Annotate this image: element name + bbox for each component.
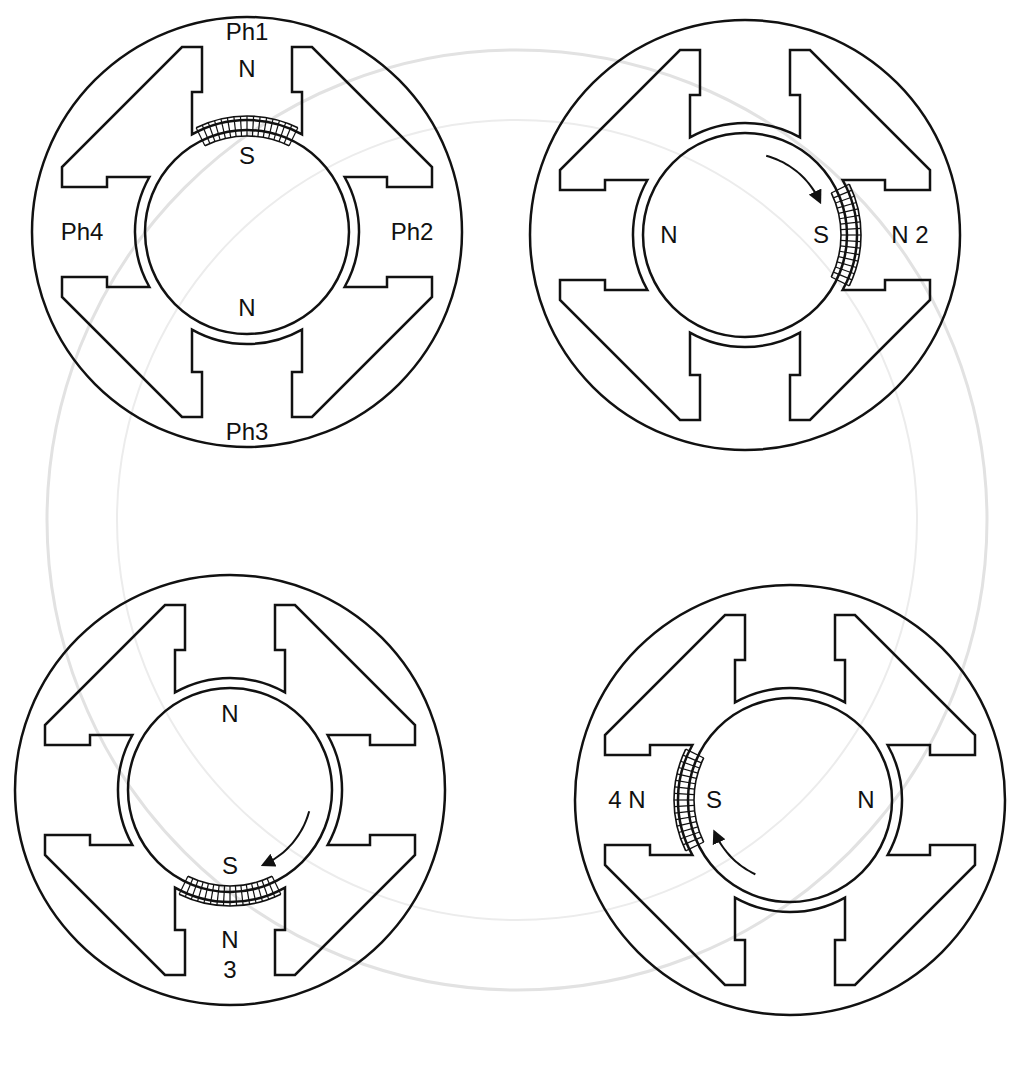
phase-label: Ph1 (226, 20, 269, 44)
step-number: 3 (223, 958, 236, 982)
rotor-polarity: N (660, 223, 677, 247)
rotor-polarity: N (238, 296, 255, 320)
coil-winding (179, 876, 281, 906)
rotation-arrow (263, 811, 309, 865)
rotor-polarity: S (239, 144, 255, 168)
rotor-polarity: N (857, 788, 874, 812)
rotor-polarity: S (222, 854, 238, 878)
stepper-motor (15, 575, 445, 1005)
rotor (688, 698, 892, 902)
stepper-motor (575, 585, 1005, 1015)
stator-housing (15, 575, 445, 1005)
coil-winding (196, 116, 298, 146)
stepper-motor (32, 17, 462, 447)
rotor (128, 688, 332, 892)
phase-label: Ph3 (226, 420, 269, 444)
stator-poles (560, 50, 930, 420)
pole-polarity: N (238, 57, 255, 81)
coil-winding (674, 749, 704, 851)
stator-housing (575, 585, 1005, 1015)
pole-polarity: N 2 (891, 223, 928, 247)
rotor (145, 130, 349, 334)
stator-poles (62, 47, 432, 417)
watermark-seal (47, 50, 987, 990)
rotor-polarity: N (221, 702, 238, 726)
rotor (643, 133, 847, 337)
stator-poles (45, 605, 415, 975)
rotation-arrow (766, 156, 820, 202)
pole-polarity: N (221, 928, 238, 952)
phase-label: Ph4 (61, 220, 104, 244)
coil-winding (831, 184, 861, 286)
stepper-motor (530, 20, 960, 450)
stator-housing (32, 17, 462, 447)
phase-label: Ph2 (391, 220, 434, 244)
rotation-arrow (715, 832, 756, 874)
rotor-polarity: S (813, 223, 829, 247)
pole-polarity: 4 N (608, 788, 645, 812)
stator-housing (530, 20, 960, 450)
stator-poles (605, 615, 975, 985)
rotor-polarity: S (706, 788, 722, 812)
